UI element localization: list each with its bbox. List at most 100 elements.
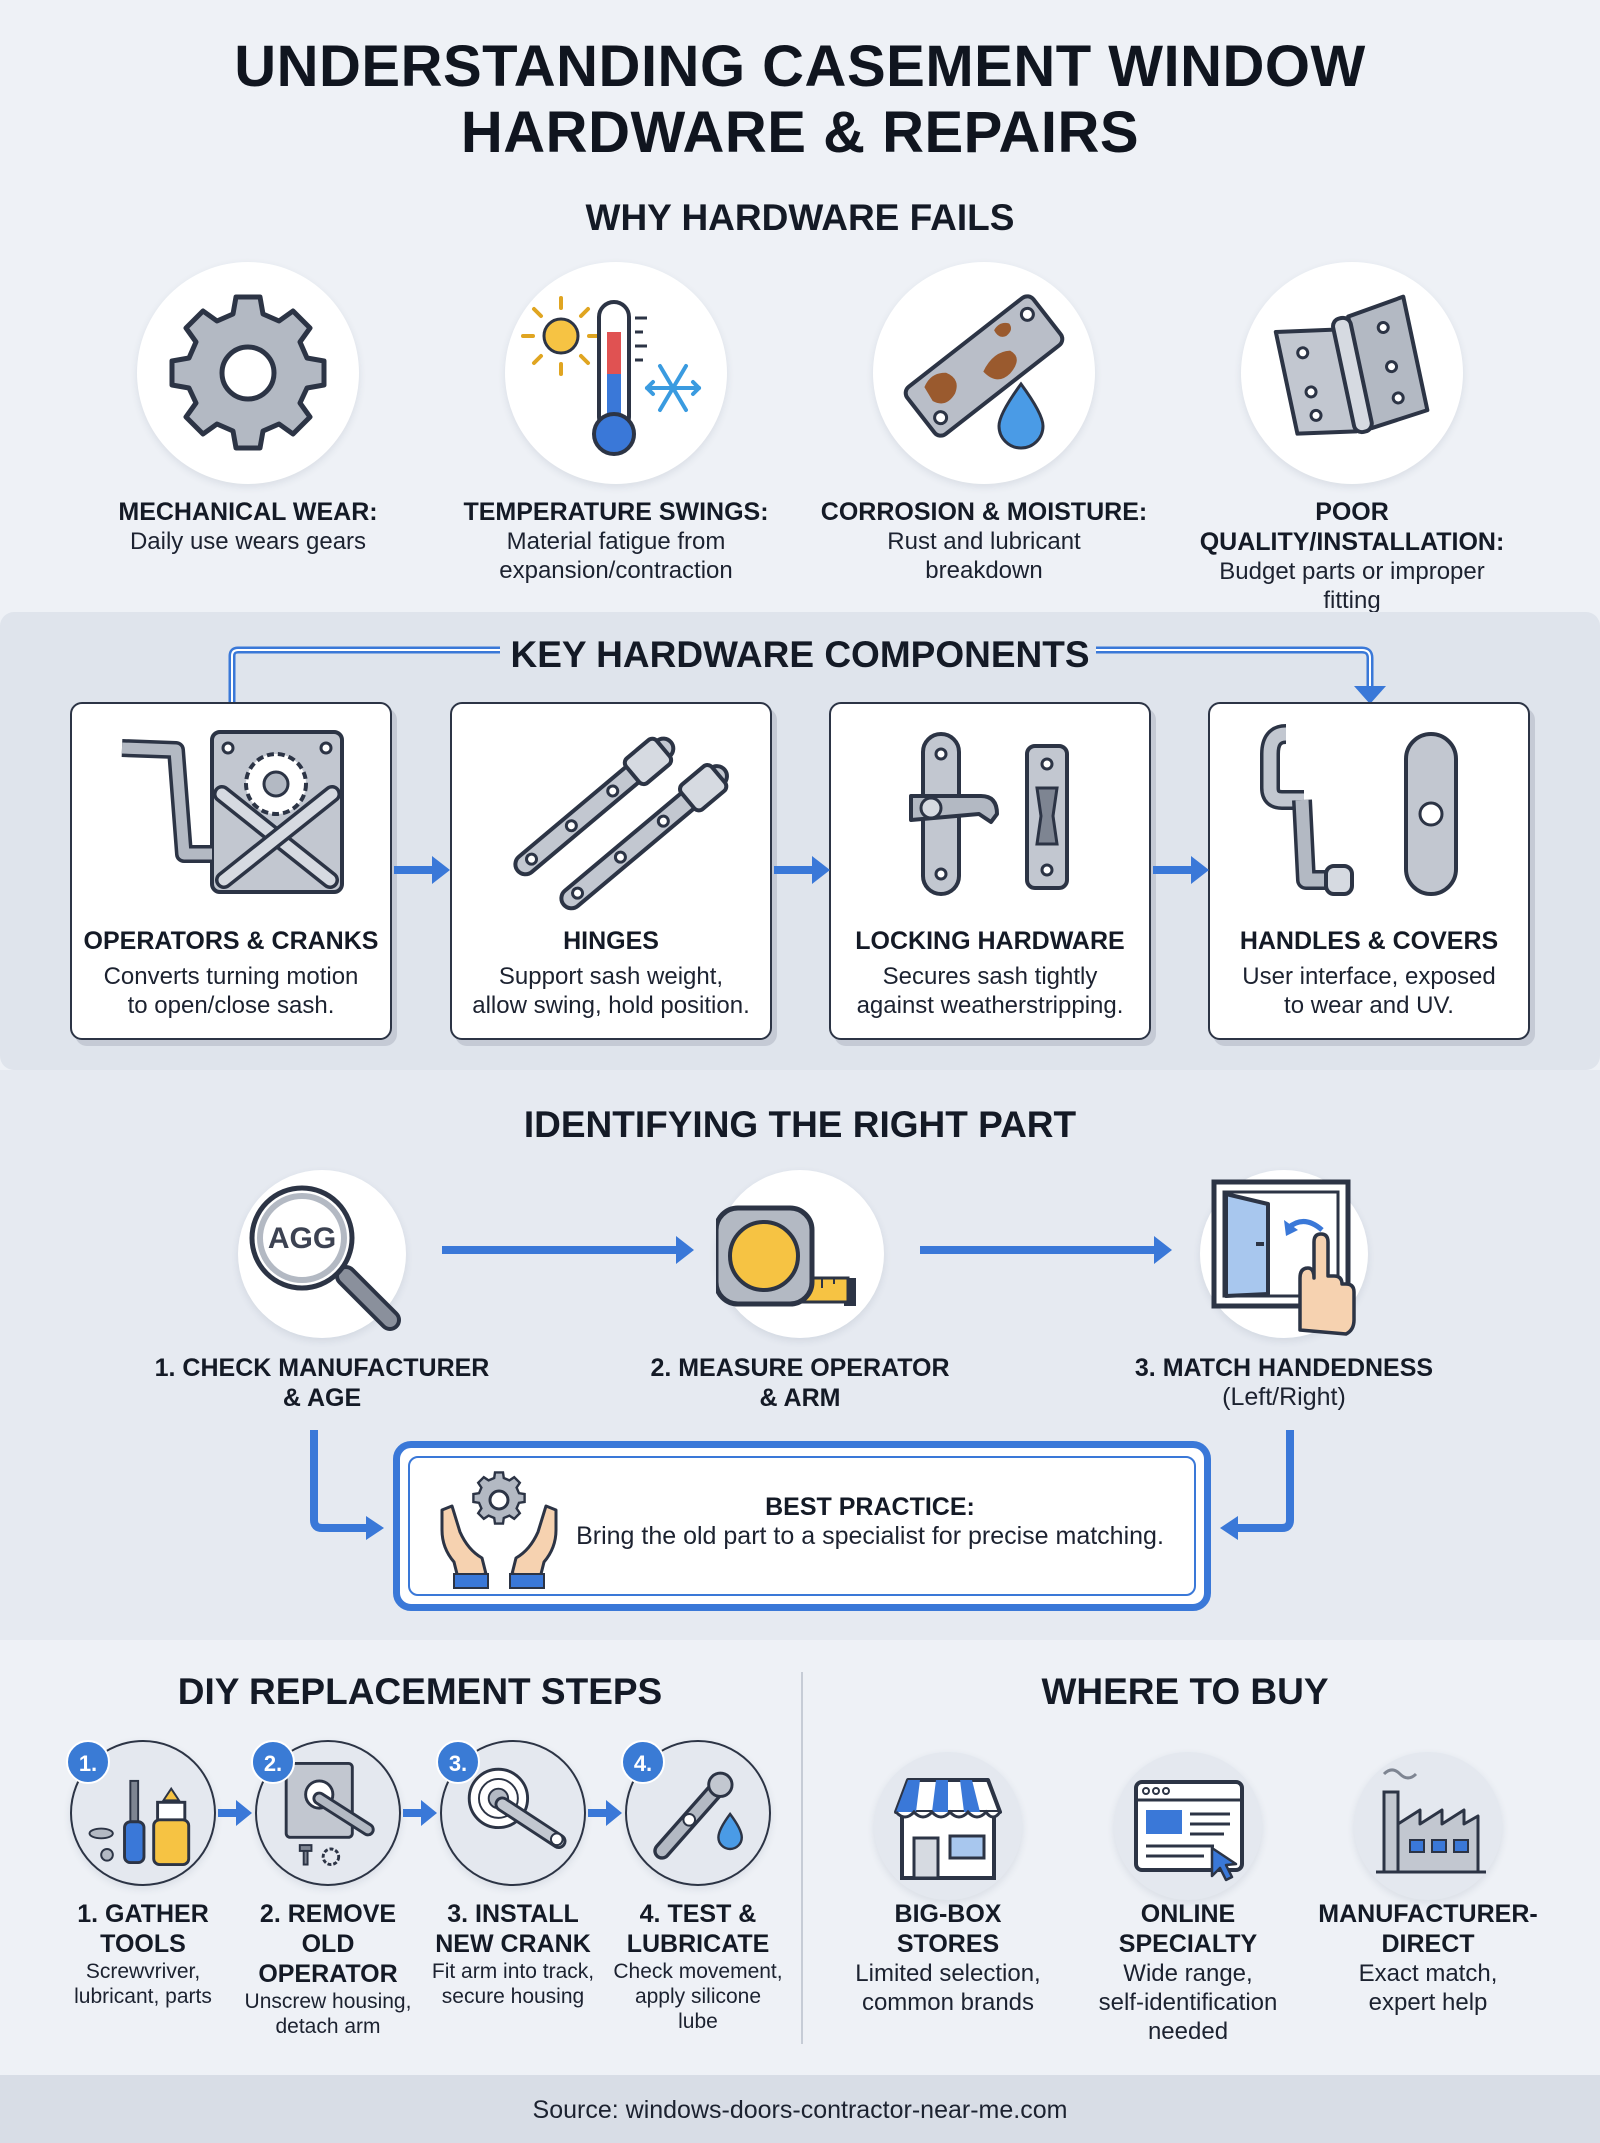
buy-item-1-title-2: STORES [896, 1930, 1000, 1958]
buy-item-3-title-1: MANUFACTURER- [1318, 1900, 1538, 1928]
buy-item-3-desc-2: expert help [1368, 1989, 1488, 2016]
why-fails-item-1-desc: Daily use wears gears [129, 528, 367, 555]
component-card-hinges-desc-1: Support sash weight, [498, 963, 724, 990]
page-title: UNDERSTANDING CASEMENT WINDOW HARDWARE &… [0, 34, 1600, 166]
diy-step-1-desc-2: lubricant, parts [74, 1985, 212, 2008]
buy-item-3-desc-1: Exact match, [1358, 1960, 1498, 1987]
why-fails-item-3-desc-2: breakdown [925, 557, 1043, 584]
identify-step-2-line-1: 2. MEASURE OPERATOR [650, 1354, 950, 1382]
handle-icon [1260, 724, 1458, 896]
diy-step-2-title-2: OPERATOR [258, 1960, 398, 1988]
hinge-icon [1273, 294, 1430, 436]
why-fails-heading: WHY HARDWARE FAILS [585, 197, 1015, 238]
why-fails-item-4-circle [1241, 262, 1463, 484]
buy-item-1-desc-1: Limited selection, [855, 1960, 1041, 1987]
best-practice-title: BEST PRACTICE: [765, 1493, 975, 1521]
component-card-operators-desc-2: to open/close sash. [127, 992, 335, 1019]
component-card-handles-desc: User interface, exposed to wear and UV. [1210, 962, 1528, 1020]
browser-icon [1134, 1780, 1244, 1882]
why-fails-item-3: CORROSION & MOISTURE: Rust and lubricant… [806, 497, 1162, 585]
diy-step-2-desc-1: Unscrew housing, [244, 1990, 412, 2013]
identify-step-2: 2. MEASURE OPERATOR & ARM [618, 1353, 982, 1413]
buy-item-1: BIG-BOX STORES Limited selection, common… [828, 1899, 1068, 2017]
why-fails-item-4-desc-1: Budget parts or improper [1219, 558, 1485, 585]
identify-step-3-line-2: (Left/Right) [1222, 1383, 1346, 1411]
buy-item-2-circle [1114, 1752, 1262, 1900]
factory-icon [1376, 1768, 1486, 1874]
why-fails-item-1: MECHANICAL WEAR: Daily use wears gears [70, 497, 426, 556]
buy-item-2: ONLINE SPECIALTY Wide range, self-identi… [1068, 1899, 1308, 2046]
component-card-locking-title: LOCKING HARDWARE [855, 927, 1125, 955]
diy-step-1-title-2: TOOLS [100, 1930, 186, 1958]
install-crank-icon [467, 1767, 567, 1849]
diy-step-4-title-1: 4. TEST & [639, 1900, 757, 1928]
component-card-hinges-desc: Support sash weight, allow swing, hold p… [452, 962, 770, 1020]
identify-step-1: 1. CHECK MANUFACTURER & AGE [140, 1353, 504, 1413]
page-title-line-1: UNDERSTANDING CASEMENT WINDOW [234, 34, 1366, 99]
buy-item-2-desc-2: self-identification [1098, 1989, 1278, 2016]
buy-item-2-desc-1: Wide range, [1123, 1960, 1253, 1987]
identify-step-1-line-2: & AGE [282, 1384, 362, 1412]
buy-item-1-circle [874, 1752, 1022, 1900]
component-card-handles-desc-1: User interface, exposed [1242, 963, 1496, 990]
identify-step-1-line-1: 1. CHECK MANUFACTURER [154, 1354, 490, 1382]
best-practice-connector-arrows [310, 1430, 1294, 1540]
why-fails-item-3-desc-1: Rust and lubricant [887, 528, 1081, 555]
why-fails-item-4-desc-2: fitting [1323, 587, 1381, 614]
diy-step-3-desc-2: secure housing [441, 1985, 585, 2008]
component-card-operators-desc-1: Converts turning motion [103, 963, 359, 990]
component-card-locking-desc-1: Secures sash tightly [882, 963, 1098, 990]
diy-step-4-title-2: LUBRICATE [626, 1930, 770, 1958]
component-card-locking: LOCKING HARDWARE Secures sash tightly ag… [829, 702, 1151, 1040]
buy-heading: WHERE TO BUY [1041, 1671, 1329, 1712]
footer-source: Source: windows-doors-contractor-near-me… [532, 2096, 1068, 2124]
lock-icon [909, 732, 1069, 896]
diy-step-4-circle [625, 1740, 771, 1886]
diy-step-1-desc-1: Screwvriver, [85, 1960, 201, 1983]
component-card-hinges: HINGES Support sash weight, allow swing,… [450, 702, 772, 1040]
diy-step-1-badge: 1. [66, 1740, 110, 1784]
diy-step-3-circle [440, 1740, 586, 1886]
hinge-arms-icon [513, 736, 729, 911]
remove-operator-icon [284, 1761, 375, 1867]
diy-step-2: 2. REMOVE OLD OPERATOR Unscrew housing, … [233, 1899, 423, 2039]
gear-icon [169, 294, 327, 451]
diy-step-3-title-2: NEW CRANK [435, 1930, 591, 1958]
components-heading: KEY HARDWARE COMPONENTS [510, 634, 1090, 675]
why-fails-item-4-title: POOR QUALITY/INSTALLATION: [1199, 498, 1505, 556]
diy-step-2-badge: 2. [251, 1740, 295, 1784]
component-card-operators: OPERATORS & CRANKS Converts turning moti… [70, 702, 392, 1040]
identify-step-3-line-1: 3. MATCH HANDEDNESS [1134, 1354, 1434, 1382]
page-title-line-2: HARDWARE & REPAIRS [460, 100, 1140, 165]
identify-heading: IDENTIFYING THE RIGHT PART [523, 1104, 1077, 1145]
component-card-hinges-desc-2: allow swing, hold position. [472, 992, 750, 1019]
diy-step-4-badge: 4. [621, 1740, 665, 1784]
component-card-locking-desc: Secures sash tightly against weatherstri… [831, 962, 1149, 1020]
component-card-hinges-title: HINGES [563, 927, 659, 955]
diy-step-1-title-1: 1. GATHER [77, 1900, 209, 1928]
buy-item-3: MANUFACTURER- DIRECT Exact match, expert… [1308, 1899, 1548, 2017]
components-flow-arrows [394, 856, 1209, 884]
why-fails-item-2-circle [505, 262, 727, 484]
why-fails-item-4: POOR QUALITY/INSTALLATION: Budget parts … [1162, 497, 1542, 615]
component-card-handles-desc-2: to wear and UV. [1284, 992, 1454, 1019]
identify-flow-arrows [442, 1236, 1172, 1264]
component-card-locking-desc-2: against weatherstripping. [856, 992, 1124, 1019]
diy-flow-arrows [218, 1800, 622, 1826]
component-card-handles: HANDLES & COVERS User interface, exposed… [1208, 702, 1530, 1040]
why-fails-item-3-circle [873, 262, 1095, 484]
thermometer-icon [521, 296, 701, 456]
buy-item-1-desc-2: common brands [861, 1989, 1035, 2016]
why-fails-item-2-desc-2: expansion/contraction [499, 557, 733, 584]
why-fails-item-1-circle [137, 262, 359, 484]
why-fails-item-2: TEMPERATURE SWINGS: Material fatigue fro… [438, 497, 794, 585]
magnifier-icon [249, 1185, 401, 1331]
crank-operator-icon [121, 730, 344, 894]
diy-step-3-badge: 3. [436, 1740, 480, 1784]
bottom-section-divider [801, 1672, 803, 2044]
identify-step-3-circle [1200, 1170, 1368, 1338]
identify-step-3: 3. MATCH HANDEDNESS (Left/Right) [1102, 1353, 1466, 1412]
identify-step-2-line-2: & ARM [759, 1384, 841, 1412]
components-connector-arrow [228, 646, 1386, 702]
diy-step-4-desc-2: apply silicone [634, 1985, 762, 2008]
